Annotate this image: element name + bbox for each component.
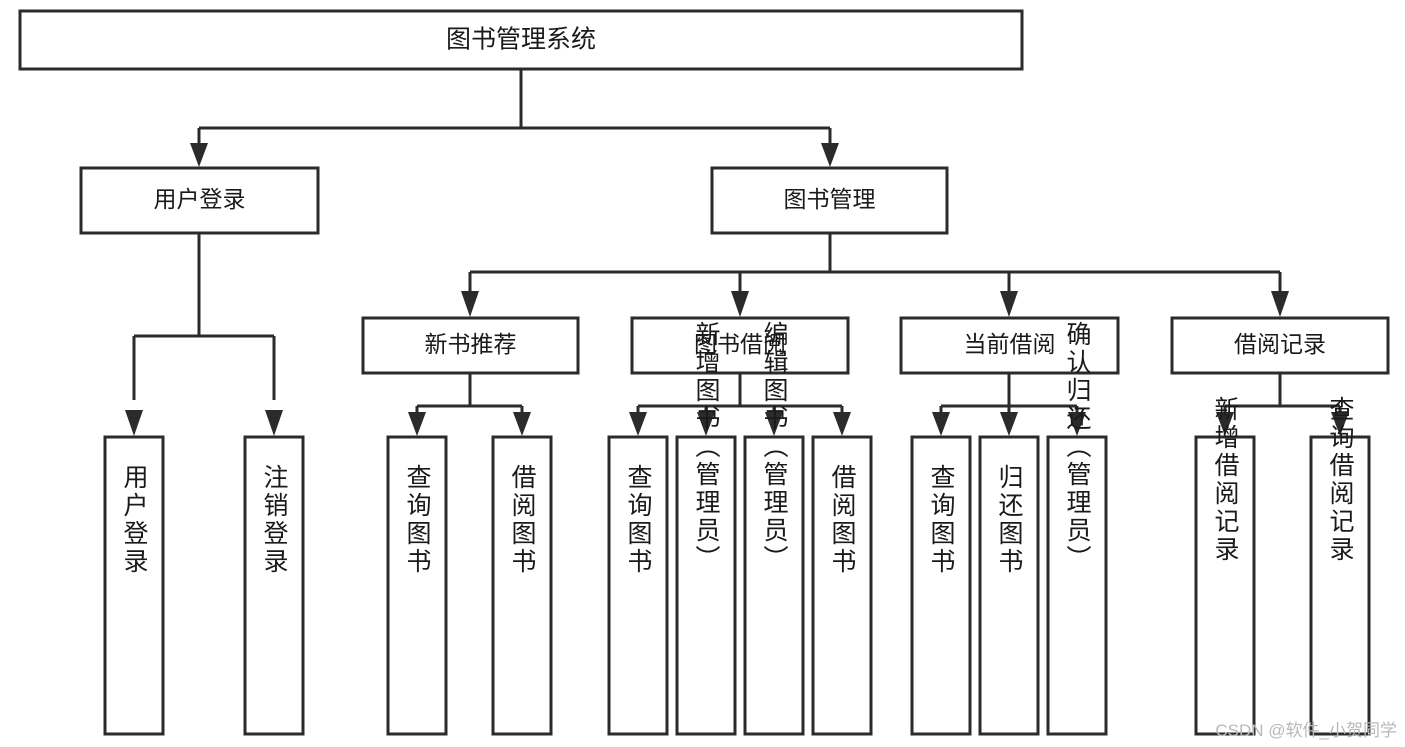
arrow-head-user-login [190,143,208,167]
node-leaf-borrow-book-2-label: 借阅图书 [828,464,857,576]
node-user-login-box[interactable] [79,166,320,235]
arrow-head-borrow-record [1271,291,1289,317]
node-leaf-return-book-box[interactable] [978,435,1040,736]
node-leaf-user-login-label: 用户登录 [120,464,149,576]
node-book-borrow-box[interactable] [630,316,850,375]
node-leaf-user-logout[interactable]: 注销登录 [243,435,305,736]
node-leaf-add-record-label: 新增借阅记录 [1211,396,1240,564]
node-book-borrow[interactable]: 图书借阅 [630,316,850,375]
node-leaf-user-logout-box[interactable] [243,435,305,736]
arrow-head-leaf-edit-book [765,412,783,436]
node-leaf-query-record[interactable]: 查询借阅记录 [1309,396,1371,736]
connector-group-new-book-recommend-to-leaves [408,373,531,436]
node-root[interactable]: 图书管理系统 [18,9,1024,71]
node-leaf-borrow-book-1-box[interactable] [491,435,553,736]
arrow-head-leaf-query-book-1 [408,412,426,436]
node-leaf-borrow-book-1[interactable]: 借阅图书 [491,435,553,736]
node-leaf-query-record-box[interactable] [1309,435,1371,736]
node-leaf-add-book[interactable]: 新增图书（管理员） [675,321,737,736]
node-new-book-recommend[interactable]: 新书推荐 [361,316,580,375]
arrow-head-current-borrow [1000,291,1018,317]
arrow-head-leaf-borrow-book-2 [833,412,851,436]
node-leaf-user-login[interactable]: 用户登录 [103,435,165,736]
node-leaf-query-book-2-box[interactable] [607,435,669,736]
arrow-head-leaf-query-record [1331,412,1349,436]
arrow-head-leaf-add-book [697,412,715,436]
connector-group-current-borrow-to-leaves [932,373,1086,436]
arrow-head-leaf-query-book-3 [932,412,950,436]
node-book-manage-label: 图书管理 [784,186,876,212]
node-leaf-add-record[interactable]: 新增借阅记录 [1194,396,1256,736]
node-user-login[interactable]: 用户登录 [79,166,320,235]
node-leaf-borrow-book-1-label: 借阅图书 [508,464,537,576]
node-borrow-record[interactable]: 借阅记录 [1170,316,1390,375]
node-leaf-query-book-1-box[interactable] [386,435,448,736]
node-book-manage[interactable]: 图书管理 [710,166,949,235]
node-leaf-user-logout-label: 注销登录 [260,464,289,576]
node-book-manage-box[interactable] [710,166,949,235]
node-leaf-query-book-3-label: 查询图书 [927,464,956,576]
arrow-head-book-manage [821,143,839,167]
node-leaf-confirm-return[interactable]: 确认归还（管理员） [1046,321,1108,736]
node-leaf-confirm-return-box[interactable] [1046,435,1108,736]
node-current-borrow-label: 当前借阅 [964,331,1056,357]
node-borrow-record-label: 借阅记录 [1234,331,1326,357]
node-leaf-borrow-book-2[interactable]: 借阅图书 [811,435,873,736]
connector-group-borrow-record-to-leaves [1216,373,1349,436]
node-new-book-recommend-box[interactable] [361,316,580,375]
node-root-box[interactable] [18,9,1024,71]
connector-group-book-manage-to-level3 [461,233,1289,317]
node-leaf-edit-book[interactable]: 编辑图书（管理员） [743,321,805,736]
node-current-borrow-box[interactable] [899,316,1120,375]
node-leaf-return-book-label: 归还图书 [995,464,1024,576]
node-leaf-query-book-3-box[interactable] [910,435,972,736]
node-leaf-edit-book-box[interactable] [743,435,805,736]
node-leaf-query-record-label: 查询借阅记录 [1326,396,1355,564]
node-root-label: 图书管理系统 [446,26,596,54]
arrow-head-leaf-user-logout [265,410,283,436]
node-book-borrow-label: 图书借阅 [694,331,786,357]
node-leaf-confirm-return-label: 确认归还（管理员） [1063,321,1092,573]
arrow-head-leaf-confirm-return [1068,412,1086,436]
node-leaf-return-book[interactable]: 归还图书 [978,435,1040,736]
node-current-borrow[interactable]: 当前借阅 [899,316,1120,375]
node-borrow-record-box[interactable] [1170,316,1390,375]
node-user-login-label: 用户登录 [154,186,246,212]
arrow-head-book-borrow [731,291,749,317]
node-leaf-query-book-3[interactable]: 查询图书 [910,435,972,736]
node-leaf-add-record-box[interactable] [1194,435,1256,736]
arrow-head-leaf-return-book [1000,412,1018,436]
node-leaf-add-book-label: 新增图书（管理员） [692,321,721,573]
node-leaf-query-book-1[interactable]: 查询图书 [386,435,448,736]
node-leaf-edit-book-label: 编辑图书（管理员） [760,321,789,573]
arrow-head-leaf-borrow-book-1 [513,412,531,436]
node-leaf-user-login-box[interactable] [103,435,165,736]
node-leaf-add-book-box[interactable] [675,435,737,736]
node-leaf-borrow-book-2-box[interactable] [811,435,873,736]
arrow-head-leaf-query-book-2 [629,412,647,436]
arrow-head-new-book-recommend [461,291,479,317]
connector-group-root-to-level2 [190,69,839,167]
arrow-head-leaf-add-record [1216,412,1234,436]
node-leaf-query-book-2-label: 查询图书 [624,464,653,576]
connector-group-book-borrow-to-leaves [629,373,851,436]
node-leaf-query-book-1-label: 查询图书 [403,464,432,576]
node-new-book-recommend-label: 新书推荐 [425,331,517,357]
connector-group-user-login-to-leaves [125,233,283,436]
node-leaf-query-book-2[interactable]: 查询图书 [607,435,669,736]
arrow-head-leaf-user-login [125,410,143,436]
